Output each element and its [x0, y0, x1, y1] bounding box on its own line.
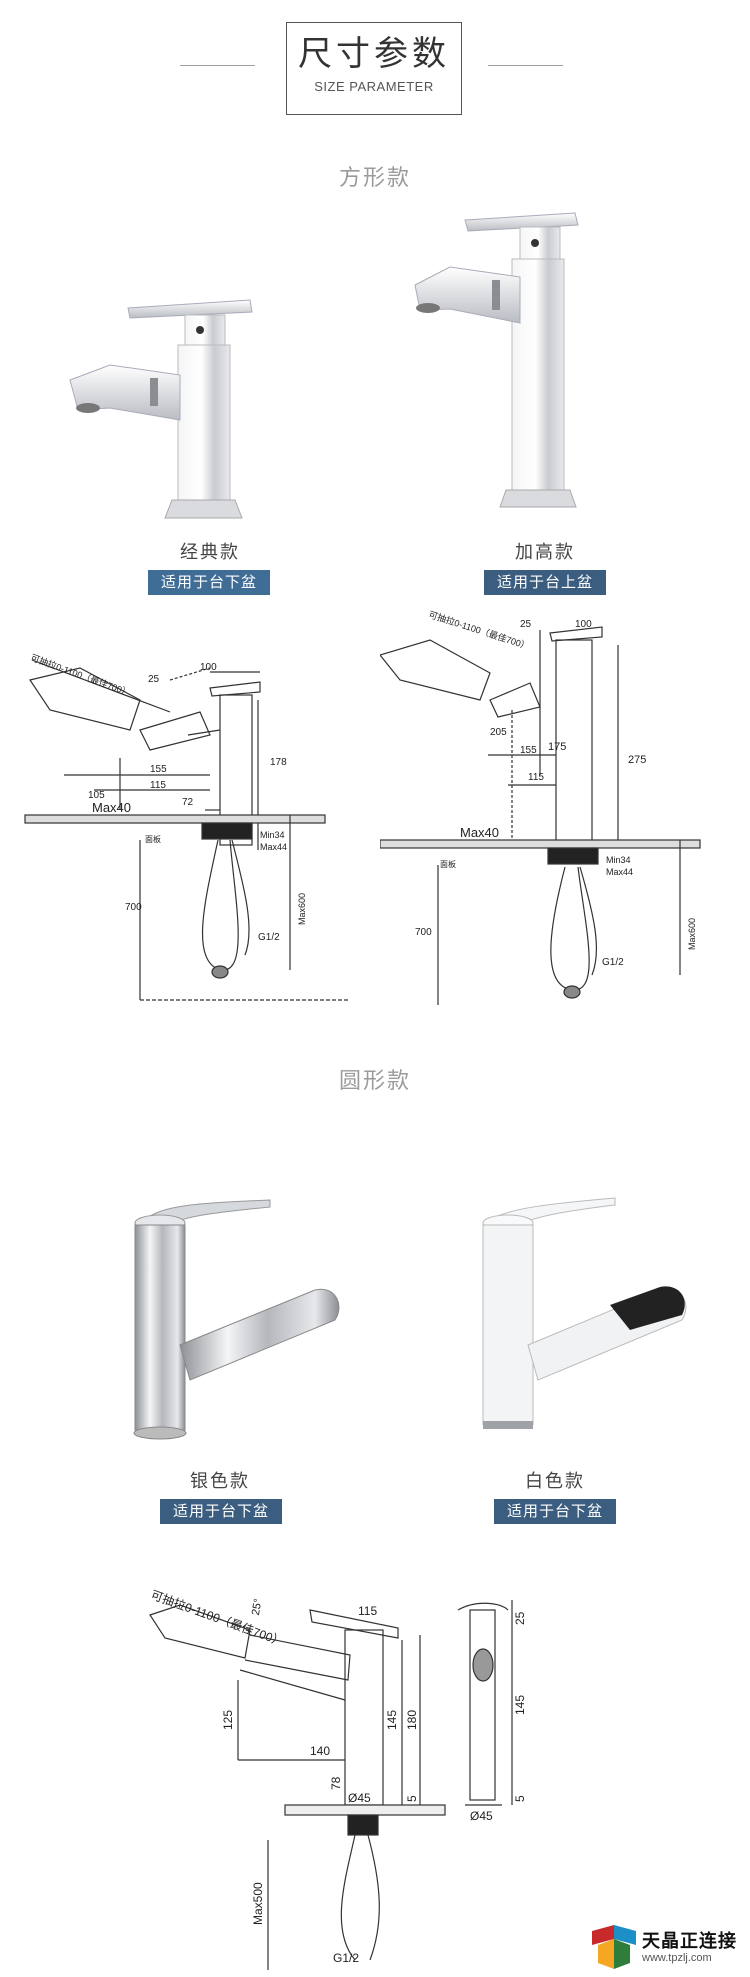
- dim-155: 155: [520, 745, 537, 756]
- dim-115: 115: [150, 780, 166, 791]
- dim-max44: Max44: [606, 867, 633, 877]
- dim-min34: Min34: [260, 830, 285, 840]
- faucet-square-classic-image: [69, 299, 253, 519]
- dim-100: 100: [200, 662, 217, 673]
- dim-max44: Max44: [260, 842, 287, 852]
- dim-max500: Max500: [251, 1882, 265, 1925]
- dim-78: 78: [329, 1776, 343, 1790]
- dim-pull: 可抽拉0-1100（最佳700）: [29, 652, 132, 698]
- page-subtitle: SIZE PARAMETER: [314, 79, 434, 94]
- dim-angle: 25: [520, 619, 532, 630]
- brand-logo-icon: [592, 1925, 636, 1969]
- diagram-square-classic: 可抽拉0-1100（最佳700） 25 100 178 155 115 105 …: [24, 652, 350, 1001]
- brand-url: www.tpzlj.com: [642, 1952, 712, 1964]
- dim-max40: Max40: [92, 800, 131, 815]
- badge-tall: 适用于台上盆: [484, 570, 606, 595]
- header-line-right: [488, 65, 563, 66]
- label-panel: 面板: [440, 859, 456, 869]
- dim-side-25: 25: [513, 1611, 527, 1625]
- dim-115: 115: [528, 772, 544, 783]
- dim-side-5: 5: [513, 1795, 527, 1802]
- dim-205: 205: [490, 727, 507, 738]
- dim-max40: Max40: [460, 825, 499, 840]
- page-title: 尺寸参数: [298, 34, 450, 74]
- section-title-square: 方形款: [338, 166, 411, 191]
- diagram-square-tall: 可抽拉0-1100（最佳700） 25 100 205 175 155 115 …: [380, 608, 701, 1005]
- dim-max600: Max600: [687, 918, 697, 950]
- dim-max600: Max600: [297, 893, 307, 925]
- section-title-round: 圆形款: [338, 1069, 411, 1094]
- dim-72: 72: [182, 797, 194, 808]
- dim-105: 105: [88, 790, 105, 801]
- dim-125: 125: [221, 1710, 235, 1730]
- dim-45: Ø45: [348, 1791, 371, 1805]
- product-name-silver: 银色款: [190, 1471, 250, 1492]
- dim-178: 178: [270, 757, 287, 768]
- dim-155: 155: [150, 764, 167, 775]
- header-box: 尺寸参数 SIZE PARAMETER: [286, 22, 462, 115]
- faucet-round-silver-image: [133, 1199, 340, 1440]
- dim-175: 175: [548, 741, 566, 753]
- dim-145: 145: [385, 1710, 399, 1730]
- dim-275: 275: [628, 754, 646, 766]
- faucet-round-white-image: [482, 1197, 687, 1429]
- dim-700: 700: [415, 927, 432, 938]
- header-line-left: [180, 65, 255, 66]
- badge-silver: 适用于台下盆: [160, 1499, 282, 1524]
- dim-140: 140: [310, 1744, 330, 1758]
- dim-g12: G1/2: [258, 932, 280, 943]
- dim-side-145: 145: [513, 1695, 527, 1715]
- dim-100: 100: [575, 619, 592, 630]
- label-panel: 面板: [145, 834, 161, 844]
- diagram-round: 可抽拉0-1100（最佳700） 25° 115 125 140 145 180…: [149, 1587, 527, 1970]
- dim-115: 115: [358, 1604, 377, 1618]
- dim-min34: Min34: [606, 855, 631, 865]
- dim-pull: 可抽拉0-1100（最佳700）: [427, 608, 531, 651]
- dim-g12: G1/2: [602, 957, 624, 968]
- dim-g12: G1/2: [333, 1951, 359, 1965]
- product-name-classic: 经典款: [180, 542, 240, 563]
- dim-angle: 25: [148, 674, 160, 685]
- badge-classic: 适用于台下盆: [148, 570, 270, 595]
- brand-logo: 天晶正连接 www.tpzlj.com: [590, 1925, 740, 1973]
- badge-white: 适用于台下盆: [494, 1499, 616, 1524]
- dim-5: 5: [405, 1795, 419, 1802]
- faucet-square-tall-image: [414, 212, 579, 508]
- product-name-white: 白色款: [525, 1471, 585, 1492]
- dim-180: 180: [405, 1710, 419, 1730]
- dim-700: 700: [125, 902, 142, 913]
- product-name-tall: 加高款: [515, 542, 575, 563]
- dim-side-d45: Ø45: [470, 1809, 493, 1823]
- dim-angle: 25°: [250, 1598, 265, 1616]
- brand-name: 天晶正连接: [642, 1931, 737, 1952]
